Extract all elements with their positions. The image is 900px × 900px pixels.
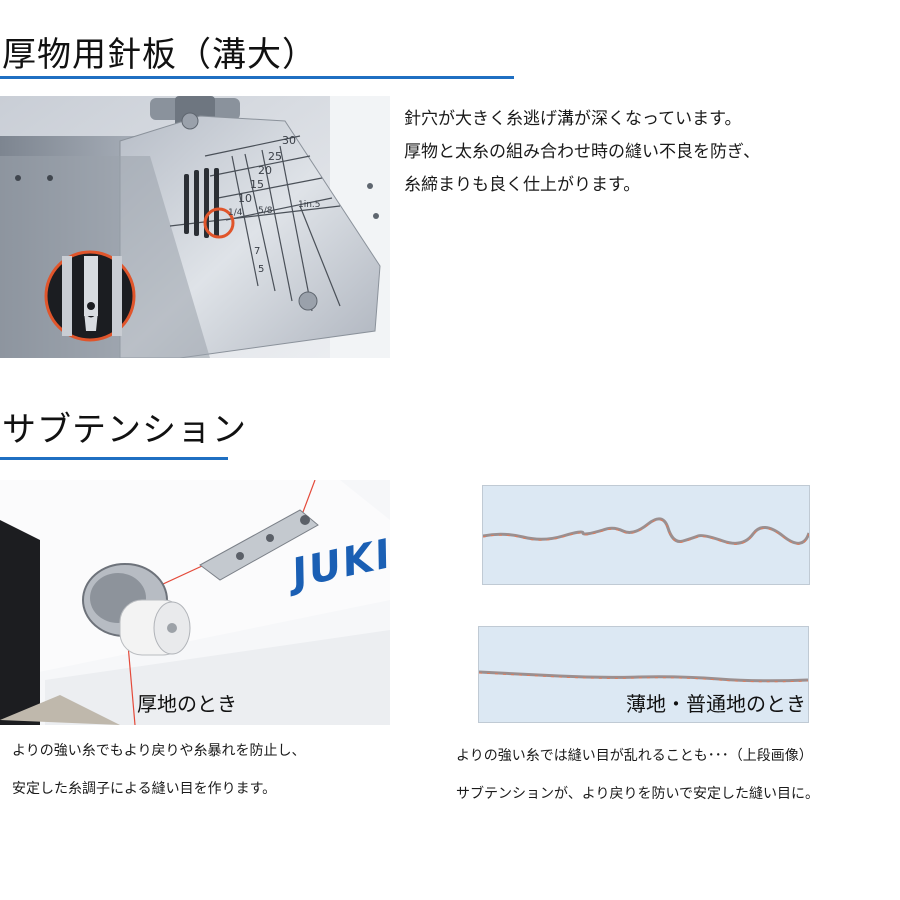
text-line: よりの強い糸でもより戻りや糸暴れを防止し、 — [12, 743, 306, 759]
description-line: 針穴が大きく糸逃げ溝が深くなっています。 — [404, 109, 742, 129]
plate-mark-inch: 1in.5 — [298, 200, 321, 210]
plate-mark-20: 20 — [258, 164, 272, 177]
plate-mark-7: 7 — [254, 246, 261, 257]
sub-tension-photo: JUKI 厚地のとき — [0, 480, 390, 725]
thick-fabric-caption: 厚地のとき — [137, 692, 237, 716]
plate-mark-five-eighths: 5/8 — [258, 206, 273, 216]
stitch-sample-stable: 薄地・普通地のとき — [478, 626, 809, 723]
needle-plate-description: 針穴が大きく糸逃げ溝が深くなっています。 厚物と太糸の組み合わせ時の縫い不良を防… — [404, 103, 760, 202]
title-underline — [0, 76, 514, 79]
plate-mark-10: 10 — [238, 192, 252, 205]
needle-plate-illustration — [0, 96, 390, 358]
stitch-stable-illustration — [479, 627, 808, 722]
description-line: 糸締まりも良く仕上がります。 — [404, 175, 641, 195]
sub-tension-right-text: よりの強い糸では縫い目が乱れることも･･･（上段画像） サブテンションが、より戻… — [456, 737, 819, 813]
text-line: よりの強い糸では縫い目が乱れることも･･･（上段画像） — [456, 748, 813, 764]
stitch-unstable-illustration — [483, 486, 809, 584]
text-line: 安定した糸調子による縫い目を作ります。 — [12, 781, 277, 797]
sub-tension-illustration — [0, 480, 390, 725]
thin-fabric-caption: 薄地・普通地のとき — [626, 692, 806, 716]
description-line: 厚物と太糸の組み合わせ時の縫い不良を防ぎ、 — [404, 142, 761, 162]
plate-mark-5: 5 — [258, 264, 265, 275]
plate-mark-30: 30 — [282, 134, 296, 147]
section-title-needle-plate: 厚物用針板（溝大） — [2, 35, 317, 75]
section-title-sub-tension: サブテンション — [2, 410, 247, 450]
text-line: サブテンションが、より戻りを防いで安定した縫い目に。 — [456, 786, 820, 802]
plate-mark-25: 25 — [268, 150, 282, 163]
plate-mark-15: 15 — [250, 178, 264, 191]
title-underline — [0, 457, 228, 460]
needle-plate-photo: 30 25 20 15 10 1/4 5/8 1in.5 7 5 — [0, 96, 390, 358]
stitch-sample-unstable — [482, 485, 810, 585]
sub-tension-left-text: よりの強い糸でもより戻りや糸暴れを防止し、 安定した糸調子による縫い目を作ります… — [12, 732, 305, 808]
plate-mark-quarter: 1/4 — [228, 208, 243, 218]
